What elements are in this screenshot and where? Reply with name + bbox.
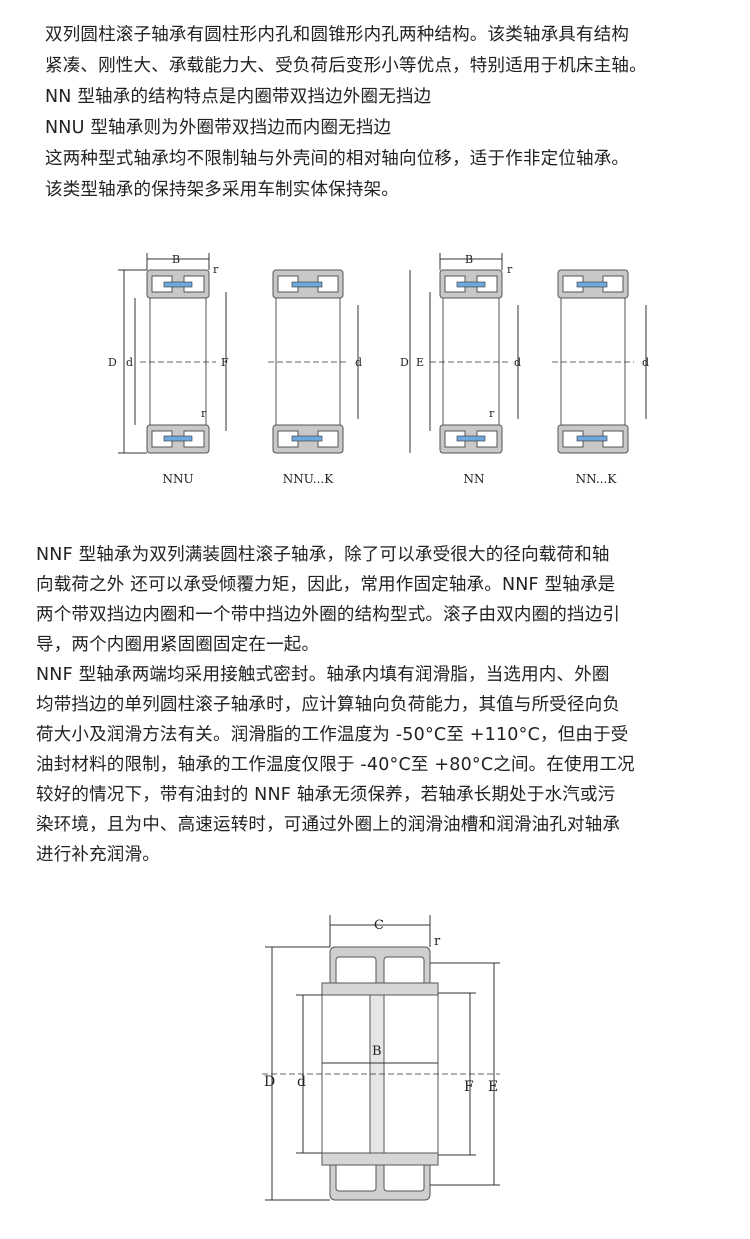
dim-r-label: r xyxy=(489,407,495,420)
nnf-line: 较好的情况下，带有油封的 NNF 轴承无须保养，若轴承长期处于水汽或污 xyxy=(36,785,616,805)
nnuk-section: d NNU...K xyxy=(268,269,362,486)
dim-r-label: r xyxy=(434,934,441,949)
nnf-line: NNF 型轴承两端均采用接触式密封。轴承内填有润滑脂，当选用内、外圈 xyxy=(36,665,610,685)
intro-line: 双列圆柱滚子轴承有圆柱形内孔和圆锥形内孔两种结构。该类轴承具有结构 xyxy=(45,25,630,45)
nnu-section: B r r D d F NNU xyxy=(108,253,229,486)
dim-r-label: r xyxy=(507,263,513,276)
nnk-section: d NN...K xyxy=(552,269,649,486)
nnf-paragraph: NNF 型轴承为双列满装圆柱滚子轴承，除了可以承受很大的径向载荷和轴 向载荷之外… xyxy=(36,540,741,870)
dim-d-outer-label: D xyxy=(264,1074,275,1090)
nnf-line: NNF 型轴承为双列满装圆柱滚子轴承，除了可以承受很大的径向载荷和轴 xyxy=(36,545,610,565)
nnf-line: 染环境，且为中、高速运转时，可通过外圈上的润滑油槽和润滑油孔对轴承 xyxy=(36,815,621,835)
intro-line: 这两种型式轴承均不限制轴与外壳间的相对轴向位移，适于作非定位轴承。 xyxy=(45,149,630,169)
dim-d-outer-label: D xyxy=(400,356,409,369)
dim-d-bore-label: d xyxy=(297,1074,306,1090)
caption-nn: NN xyxy=(464,472,485,486)
dim-d-bore-label: d xyxy=(126,356,133,369)
caption-nnk: NN...K xyxy=(576,472,618,486)
nnf-line: 均带挡边的单列圆柱滚子轴承时，应计算轴向负荷能力，其值与所受径向负 xyxy=(36,695,621,715)
dim-b-label: B xyxy=(372,1044,382,1059)
intro-line: NN 型轴承的结构特点是内圈带双挡边外圈无挡边 xyxy=(45,87,432,107)
dim-c-label: C xyxy=(374,918,384,933)
intro-line: 该类型轴承的保持架多采用车制实体保持架。 xyxy=(45,180,399,200)
nnf-bearing-diagram: C r B D d F E xyxy=(262,915,500,1201)
nnf-line: 荷大小及润滑方法有关。润滑脂的工作温度为 -50°C至 +110°C，但由于受 xyxy=(36,725,629,745)
dim-d-bore-label: d xyxy=(514,356,521,369)
caption-nnuk: NNU...K xyxy=(283,472,334,486)
nnf-line: 两个带双挡边内圈和一个带中挡边外圈的结构型式。滚子由双内圈的挡边引 xyxy=(36,605,621,625)
bearing-types-diagram: B r r D d F NNU d NNU...K xyxy=(108,253,649,486)
dim-f-label: F xyxy=(221,356,229,369)
intro-line: NNU 型轴承则为外圈带双挡边而内圈无挡边 xyxy=(45,118,392,138)
nn-section: B r r D E d NN xyxy=(400,253,521,486)
nnf-line: 导，两个内圈用紧固圈固定在一起。 xyxy=(36,635,320,655)
nnf-line: 向载荷之外 还可以承受倾覆力矩，因此，常用作固定轴承。NNF 型轴承是 xyxy=(36,575,616,595)
intro-line: 紧凑、刚性大、承载能力大、受负荷后变形小等优点，特别适用于机床主轴。 xyxy=(45,56,647,76)
intro-paragraph: 双列圆柱滚子轴承有圆柱形内孔和圆锥形内孔两种结构。该类轴承具有结构 紧凑、刚性大… xyxy=(45,20,750,206)
dim-r-label: r xyxy=(213,263,219,276)
dim-b-label: B xyxy=(172,253,180,266)
dim-e-label: E xyxy=(416,356,424,369)
nnf-line: 油封材料的限制，轴承的工作温度仅限于 -40°C至 +80°C之间。在使用工况 xyxy=(36,755,635,775)
dim-d-bore-label: d xyxy=(355,356,362,369)
dim-r-label: r xyxy=(201,407,207,420)
dim-b-label: B xyxy=(465,253,473,266)
dim-d-bore-label: d xyxy=(642,356,649,369)
dim-d-outer-label: D xyxy=(108,356,117,369)
dim-f-label: F xyxy=(464,1079,474,1095)
nnf-line: 进行补充润滑。 xyxy=(36,845,160,865)
caption-nnu: NNU xyxy=(162,472,193,486)
dim-e-label: E xyxy=(488,1079,498,1095)
